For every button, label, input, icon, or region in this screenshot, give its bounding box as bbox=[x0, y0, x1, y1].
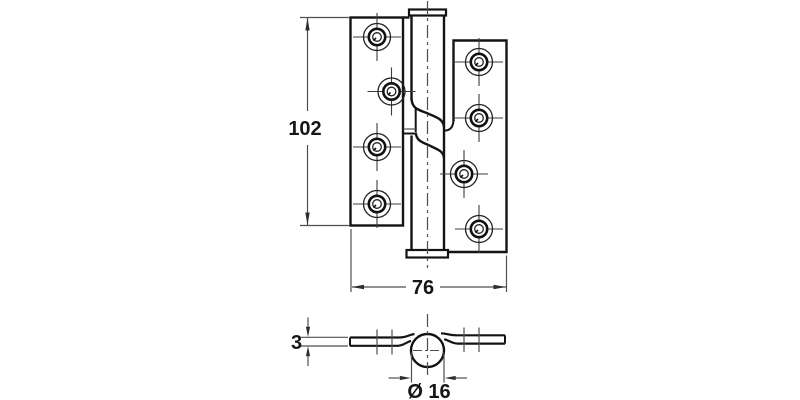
arrow-head bbox=[305, 212, 310, 225]
section-view: 3 Ø 16 bbox=[291, 314, 506, 400]
front-view: 102 76 bbox=[288, 1, 508, 299]
arrow-head bbox=[444, 375, 456, 381]
arrow-head bbox=[305, 346, 311, 357]
arrow-head bbox=[493, 284, 506, 290]
section-left-arm-bottom bbox=[350, 339, 412, 347]
screw-hole bbox=[438, 148, 490, 200]
right-leaf bbox=[448, 39, 508, 254]
screw-hole bbox=[366, 66, 417, 117]
dimension-height: 102 bbox=[288, 16, 350, 227]
section-right-arm-bottom bbox=[443, 338, 505, 345]
screw-hole bbox=[453, 203, 505, 255]
section-right-arm-top bbox=[440, 332, 505, 337]
dimension-width-label: 76 bbox=[412, 277, 434, 299]
screw-hole bbox=[351, 11, 403, 63]
screw-hole bbox=[453, 36, 505, 88]
arrow-head bbox=[399, 375, 411, 381]
knuckle-helix-seam-lower bbox=[414, 132, 446, 159]
section-left-arm-top bbox=[350, 332, 415, 339]
dimension-height-label: 102 bbox=[288, 118, 321, 140]
arrow-head bbox=[351, 284, 364, 290]
right-leaf-knuckle-step bbox=[444, 118, 455, 132]
dimension-diameter-label: Ø 16 bbox=[407, 381, 450, 400]
dimension-diameter: Ø 16 bbox=[388, 352, 467, 400]
dimension-width: 76 bbox=[350, 229, 508, 299]
screw-hole bbox=[351, 121, 403, 173]
knuckle-helix-seam-upper bbox=[410, 98, 446, 128]
dimension-thickness: 3 bbox=[291, 317, 348, 366]
dimension-thickness-label: 3 bbox=[291, 332, 302, 354]
arrow-head bbox=[305, 326, 311, 337]
screw-hole bbox=[453, 92, 505, 144]
arrow-head bbox=[305, 18, 310, 31]
screw-hole bbox=[351, 178, 403, 230]
